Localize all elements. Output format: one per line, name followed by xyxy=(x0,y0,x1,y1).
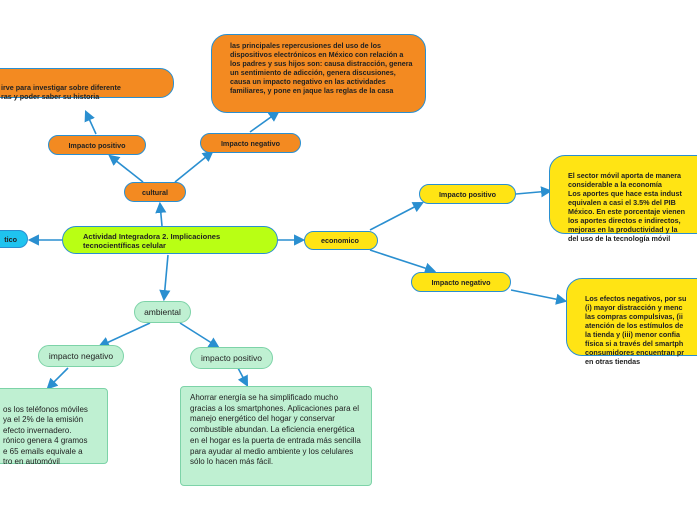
edge-econ-negative xyxy=(369,249,437,274)
central-topic[interactable]: Actividad Integradora 2. Implicaciones t… xyxy=(62,226,278,254)
ambiental-label: ambiental xyxy=(144,306,181,317)
economic-negative-node[interactable]: Impacto negativo xyxy=(411,272,511,292)
env-negative-node[interactable]: impacto negativo xyxy=(38,345,124,367)
edge-center-ambiental xyxy=(159,254,171,302)
cultural-negative-label: Impacto negativo xyxy=(220,138,281,148)
edge-econpos-note xyxy=(515,186,553,198)
edge-ambpos-note xyxy=(237,367,249,387)
cultural-negative-note-text: las principales repercusiones del uso de… xyxy=(230,41,413,95)
cultural-positive-label: Impacto positivo xyxy=(68,140,126,150)
edge-cultural-positive xyxy=(108,154,144,183)
economic-negative-label: Impacto negativo xyxy=(431,277,491,287)
left-topic-node[interactable]: tico xyxy=(0,230,28,248)
env-positive-note[interactable]: Ahorrar energía se ha simplificado mucho… xyxy=(180,386,372,486)
left-topic-label: tico xyxy=(4,234,17,244)
economic-positive-note[interactable]: El sector móvil aporta de manera conside… xyxy=(549,155,697,243)
cultural-negative-note[interactable]: las principales repercusiones del uso de… xyxy=(211,34,426,113)
env-positive-note-text: Ahorrar energía se ha simplificado mucho… xyxy=(190,393,361,467)
economic-label: economico xyxy=(321,236,359,245)
env-negative-note[interactable]: os los teléfonos móviles ya el 2% de la … xyxy=(0,388,108,466)
edge-ambneg-note xyxy=(46,367,69,390)
edge-culpos-note xyxy=(84,109,97,135)
edge-econneg-note xyxy=(510,289,568,305)
env-negative-note-text: os los teléfonos móviles ya el 2% de la … xyxy=(3,404,88,467)
cultural-positive-node[interactable]: Impacto positivo xyxy=(48,135,146,155)
cultural-label: cultural xyxy=(142,187,168,197)
env-positive-label: impacto positivo xyxy=(201,352,262,363)
env-positive-node[interactable]: impacto positivo xyxy=(190,347,273,369)
cultural-negative-node[interactable]: Impacto negativo xyxy=(200,133,301,153)
cultural-positive-note[interactable]: irve para investigar sobre diferente ras… xyxy=(0,68,174,101)
economic-positive-node[interactable]: Impacto positivo xyxy=(419,184,516,204)
edge-econ-positive xyxy=(369,201,424,231)
cultural-positive-note-text: irve para investigar sobre diferente ras… xyxy=(1,83,121,101)
edge-cultural-negative xyxy=(174,150,214,183)
cultural-node[interactable]: cultural xyxy=(124,182,186,202)
edge-culneg-note xyxy=(249,110,280,133)
edge-amb-positive xyxy=(179,322,220,349)
economic-positive-note-text: El sector móvil aporta de manera conside… xyxy=(568,171,686,243)
edge-amb-negative xyxy=(97,322,151,348)
edge-center-cultural xyxy=(155,201,167,227)
economic-positive-label: Impacto positivo xyxy=(438,189,497,199)
central-topic-label: Actividad Integradora 2. Implicaciones t… xyxy=(83,232,221,250)
economic-node[interactable]: economico xyxy=(304,231,378,250)
economic-negative-note[interactable]: Los efectos negativos, por su (i) mayor … xyxy=(566,278,697,366)
ambiental-node[interactable]: ambiental xyxy=(134,301,191,323)
env-negative-label: impacto negativo xyxy=(48,350,114,361)
economic-negative-note-text: Los efectos negativos, por su (i) mayor … xyxy=(585,294,687,366)
